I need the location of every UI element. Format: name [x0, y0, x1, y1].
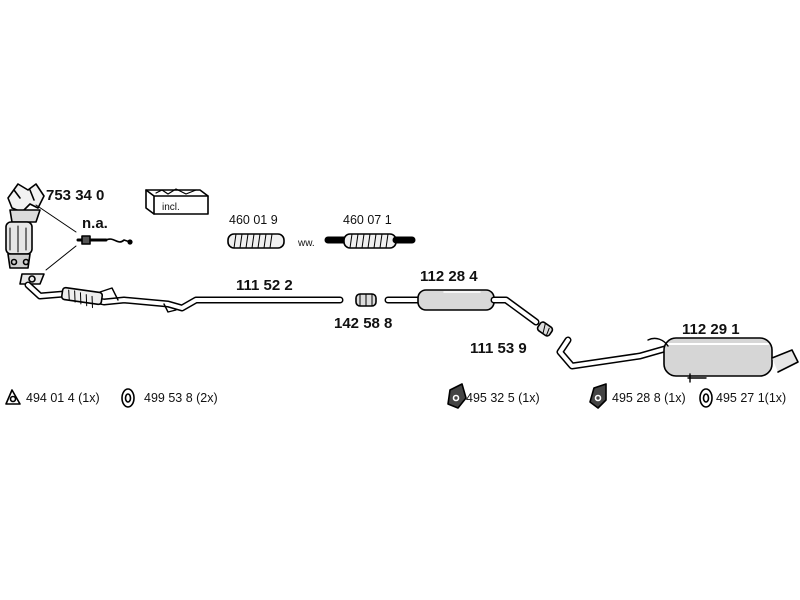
- flex-a-part-number: 460 01 9: [229, 213, 278, 227]
- middle-silencer: [384, 289, 540, 326]
- hanger-bracket-icon: [589, 383, 607, 409]
- mount-label: 495 27 1(1x): [716, 391, 787, 405]
- mount-label: 499 53 8 (2x): [144, 391, 218, 405]
- intermediate-link: [536, 321, 554, 337]
- hanger-bracket-icon: [447, 383, 467, 409]
- clamp-connector: [355, 293, 377, 307]
- catalyst-part-number: 753 34 0: [46, 187, 105, 204]
- rear-silencer-part-number: 112 29 1: [682, 321, 740, 338]
- flex-pipe-a: [227, 233, 285, 249]
- mount-label: 495 28 8 (1x): [612, 391, 686, 405]
- front-pipe-part-number: 111 52 2: [236, 277, 293, 294]
- intermediate-pipe-part-number: 111 53 9: [470, 340, 527, 357]
- triangle-mount-icon: [5, 389, 21, 405]
- included-label: incl.: [162, 202, 180, 213]
- mount-label: 495 32 5 (1x): [466, 391, 540, 405]
- not-available-label: n.a.: [82, 215, 108, 232]
- lambda-sensor: [76, 235, 133, 245]
- alternative-label: ww.: [298, 238, 315, 249]
- rubber-ring-icon: [121, 388, 135, 408]
- front-pipe: [24, 281, 344, 313]
- included-kit-box: [145, 188, 209, 215]
- flex-pipe-b: [324, 233, 416, 249]
- flex-b-part-number: 460 07 1: [343, 213, 392, 227]
- rubber-ring-icon: [699, 388, 713, 408]
- rear-silencer: [556, 336, 799, 383]
- mount-label: 494 01 4 (1x): [26, 391, 100, 405]
- middle-silencer-part-number: 112 28 4: [420, 268, 478, 285]
- catalytic-converter: [5, 183, 45, 285]
- connector-part-number: 142 58 8: [334, 315, 393, 332]
